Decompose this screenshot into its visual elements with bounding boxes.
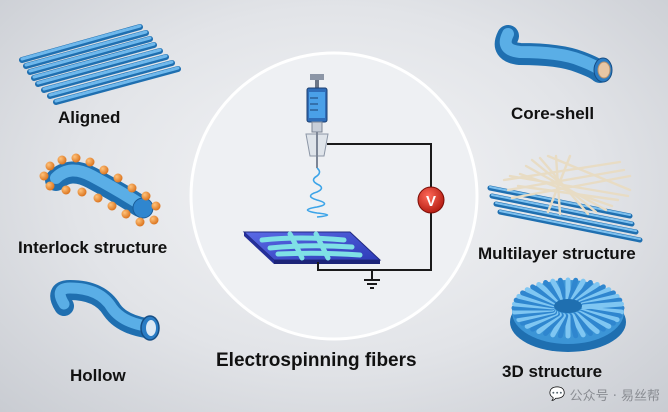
label-interlock-structure: Interlock structure — [18, 238, 168, 257]
watermark: 💬 公众号 · 易丝帮 — [549, 385, 660, 404]
label-hollow: Hollow — [70, 366, 126, 385]
aligned-fiber-illustration — [19, 24, 181, 105]
voltage-source-icon — [417, 186, 445, 214]
label-multilayer-structure: Multilayer structure — [478, 244, 636, 263]
jet-spiral-icon — [306, 167, 329, 218]
3d-petal — [557, 277, 569, 303]
3d-petal — [574, 312, 600, 335]
hollow-fiber-illustration — [50, 279, 160, 341]
core-shell-fiber-illustration — [494, 25, 613, 83]
multilayer-fiber-illustration — [487, 154, 643, 243]
3d-petal — [550, 313, 566, 338]
label-aligned: Aligned — [58, 108, 121, 127]
voltage-symbol: V — [426, 193, 436, 210]
center-title: Electrospinning fibers — [216, 350, 417, 371]
syringe-icon — [305, 74, 329, 168]
3d-petal — [581, 301, 624, 310]
chat-bubble-icon: 💬 — [549, 387, 566, 402]
center-circle — [189, 51, 479, 341]
3d-petal — [543, 280, 564, 304]
3d-petal — [570, 278, 586, 303]
3d-petal — [536, 281, 562, 304]
circuit-wires — [317, 143, 432, 289]
3d-petal — [567, 277, 579, 303]
interlock-fiber-illustration — [39, 153, 161, 227]
label-3d-structure: 3D structure — [502, 362, 603, 381]
3d-petal — [567, 313, 579, 339]
3d-petal — [572, 312, 593, 336]
watermark-text: 公众号 · 易丝帮 — [569, 389, 660, 404]
electrospinning-setup: V — [242, 74, 445, 289]
3d-petal — [557, 313, 569, 339]
3d-petal — [570, 313, 586, 338]
collected-fibers — [259, 231, 363, 261]
3d-structure-illustration — [510, 277, 626, 352]
label-core-shell: Core-shell — [511, 104, 595, 123]
3d-petal — [550, 278, 566, 303]
